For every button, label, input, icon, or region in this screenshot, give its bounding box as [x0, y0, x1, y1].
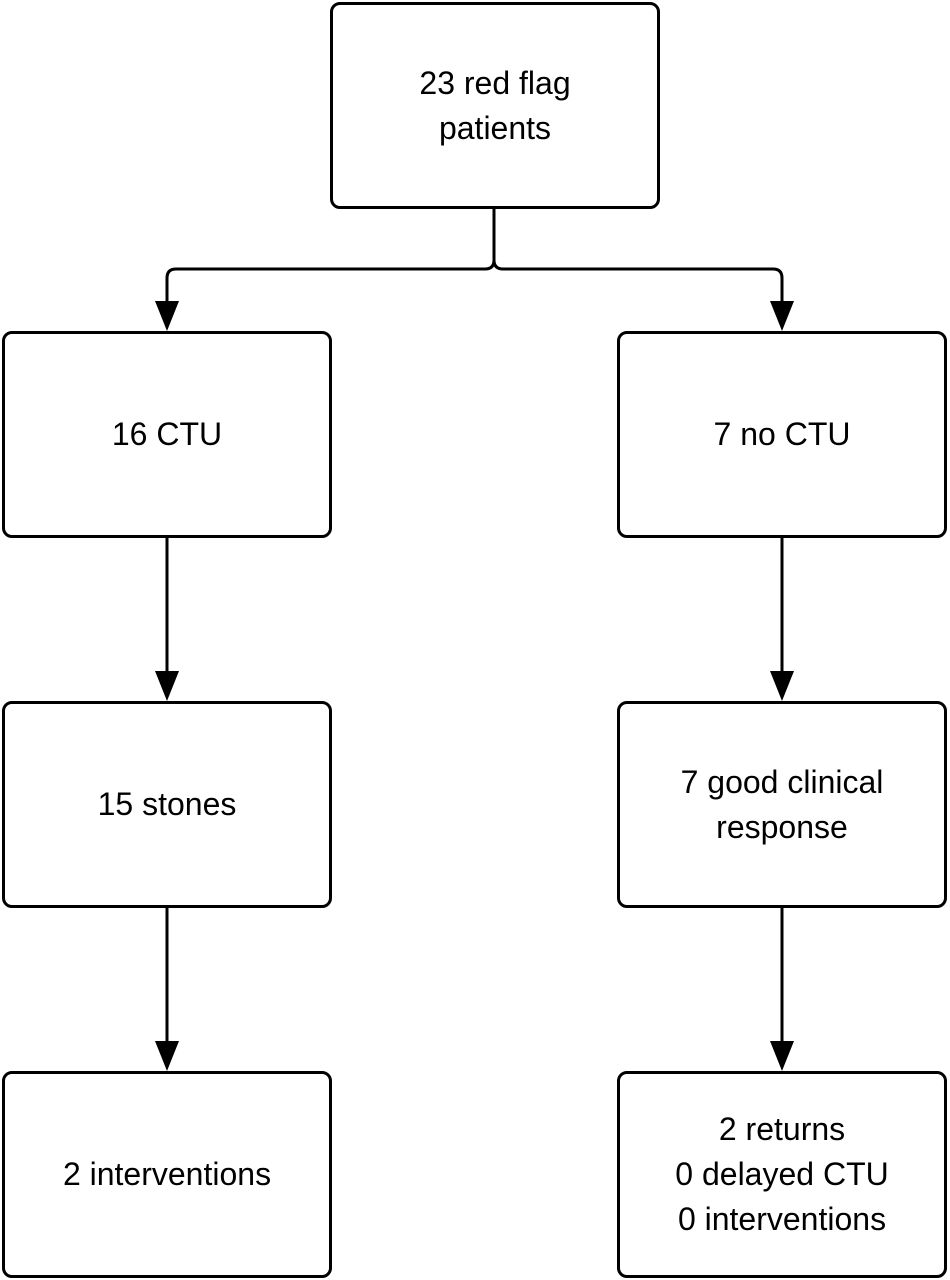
- node-label: 7 no CTU: [714, 412, 851, 457]
- arrowhead-to-returns: [770, 1041, 794, 1071]
- node-label-line: 15 stones: [97, 786, 237, 822]
- node-label: 7 good clinical response: [681, 760, 884, 850]
- node-returns: 2 returns 0 delayed CTU 0 interventions: [617, 1071, 947, 1278]
- node-label-line: 7 good clinical: [680, 763, 884, 800]
- node-label: 23 red flag patients: [419, 61, 570, 151]
- arrowhead-to-ctu: [155, 301, 179, 331]
- node-ctu: 16 CTU: [2, 331, 332, 538]
- arrowhead-to-stones: [155, 671, 179, 701]
- node-label-line: 7 no CTU: [713, 416, 851, 452]
- split-connector-right: [492, 259, 784, 305]
- node-label-line: 2 interventions: [62, 1156, 272, 1192]
- node-no-ctu: 7 no CTU: [617, 331, 947, 538]
- arrowhead-to-no-ctu: [770, 301, 794, 331]
- arrowhead-to-interventions: [155, 1041, 179, 1071]
- node-label: 16 CTU: [112, 412, 222, 457]
- node-label-line: 0 interventions: [677, 1201, 887, 1237]
- node-label-line: patients: [438, 109, 552, 146]
- node-interventions: 2 interventions: [2, 1071, 332, 1278]
- node-label-line: 23 red flag: [419, 64, 571, 101]
- node-red-flag-patients: 23 red flag patients: [330, 2, 660, 209]
- node-good-clinical-response: 7 good clinical response: [617, 701, 947, 908]
- node-label-line: 0 delayed CTU: [675, 1156, 889, 1192]
- node-label-line: 16 CTU: [111, 416, 223, 452]
- node-stones: 15 stones: [2, 701, 332, 908]
- node-label-line: 2 returns: [718, 1111, 846, 1147]
- node-label: 2 returns 0 delayed CTU 0 interventions: [675, 1107, 888, 1242]
- node-label: 2 interventions: [63, 1152, 271, 1197]
- arrowhead-to-good-response: [770, 671, 794, 701]
- split-connector: [165, 209, 496, 305]
- node-label: 15 stones: [98, 782, 237, 827]
- node-label-line: response: [716, 808, 848, 845]
